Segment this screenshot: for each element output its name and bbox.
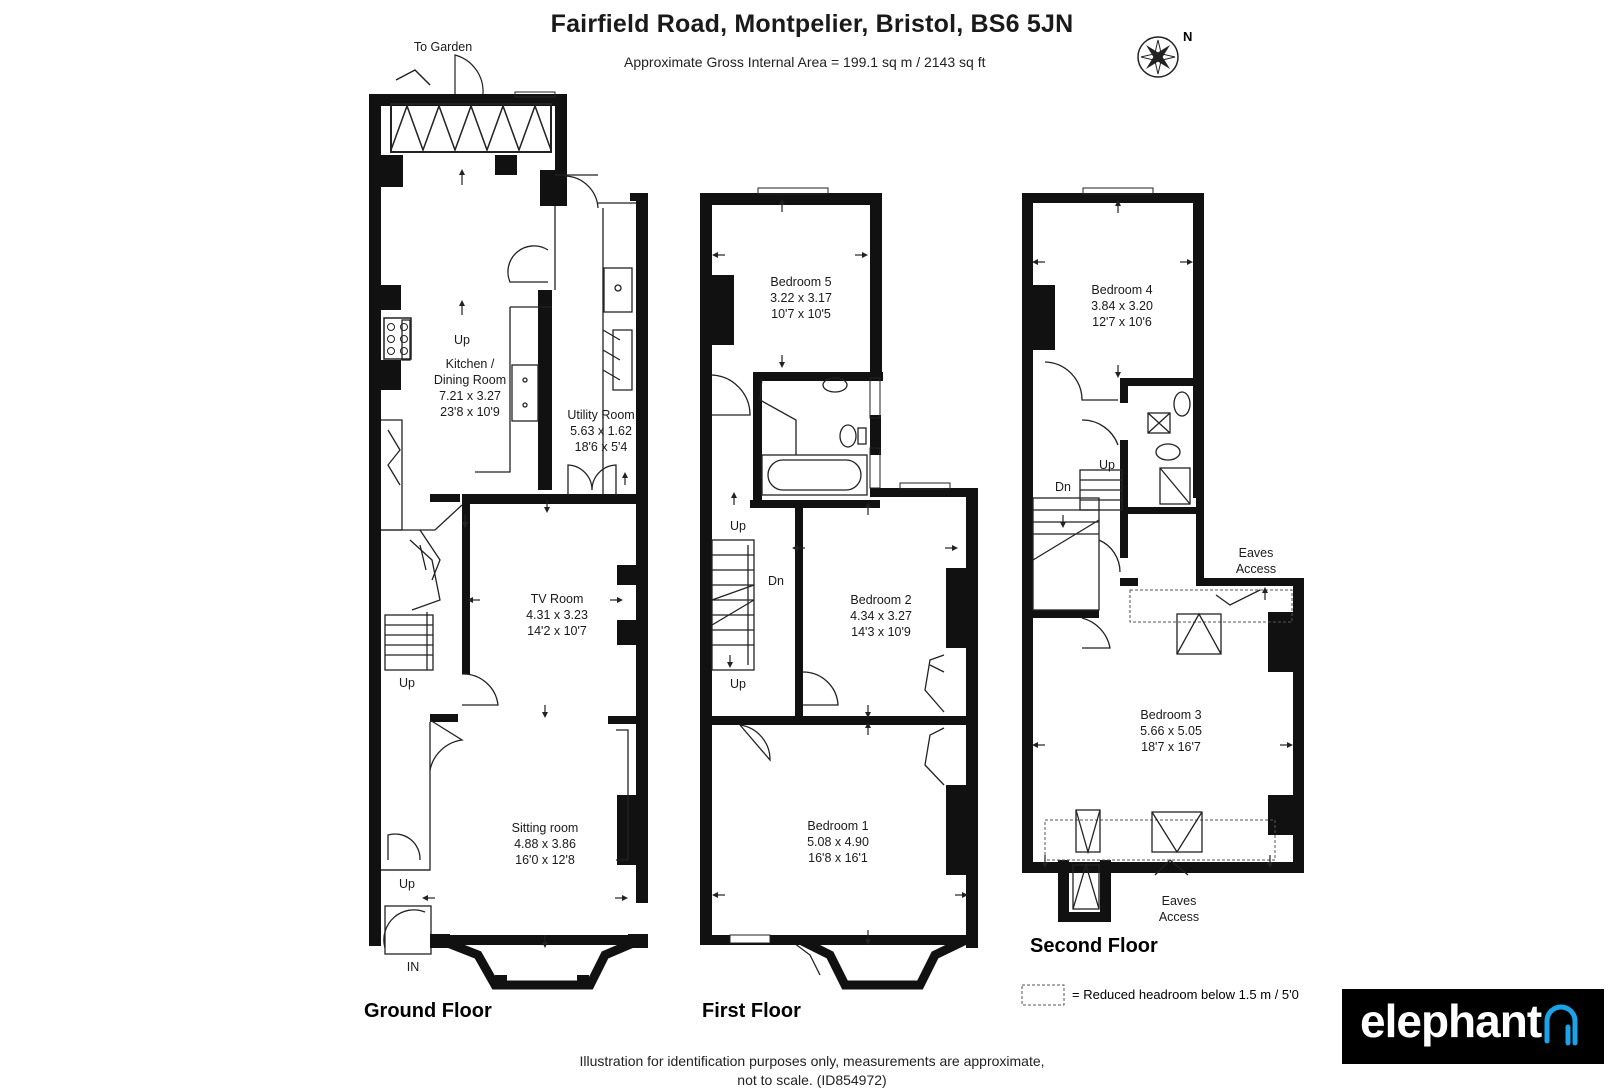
in-label: IN bbox=[407, 960, 420, 974]
ground-floor-plan bbox=[369, 54, 648, 990]
svg-text:Dining Room: Dining Room bbox=[434, 373, 506, 387]
up-label-kitchen: Up bbox=[454, 333, 470, 347]
eaves-access-bottom-line2: Access bbox=[1159, 910, 1199, 924]
first-floor-label: First Floor bbox=[702, 1000, 801, 1022]
svg-text:4.34 x 3.27: 4.34 x 3.27 bbox=[850, 609, 912, 623]
svg-text:18'6 x 5'4: 18'6 x 5'4 bbox=[575, 440, 628, 454]
hob-icon bbox=[383, 317, 412, 360]
svg-text:Bedroom 2: Bedroom 2 bbox=[850, 593, 911, 607]
svg-text:5.08 x 4.90: 5.08 x 4.90 bbox=[807, 835, 869, 849]
room-kitchen-dining: Kitchen / Dining Room 7.21 x 3.27 23'8 x… bbox=[434, 357, 506, 419]
svg-text:4.88 x 3.86: 4.88 x 3.86 bbox=[514, 837, 576, 851]
up-label-first-bottom: Up bbox=[730, 677, 746, 691]
logo-wordmark: elephant bbox=[1360, 995, 1542, 1047]
svg-text:TV Room: TV Room bbox=[531, 592, 584, 606]
up-label-second: Up bbox=[1099, 458, 1115, 472]
page-title: Fairfield Road, Montpelier, Bristol, BS6… bbox=[550, 10, 1074, 38]
second-floor-label: Second Floor bbox=[1030, 935, 1158, 957]
up-label-entrance: Up bbox=[399, 877, 415, 891]
room-bedroom-3: Bedroom 3 5.66 x 5.05 18'7 x 16'7 bbox=[1140, 708, 1202, 754]
svg-text:Bedroom 5: Bedroom 5 bbox=[770, 275, 831, 289]
up-label-ground-stairs: Up bbox=[399, 676, 415, 690]
compass-icon bbox=[1137, 36, 1179, 78]
disclaimer-line-1: Illustration for identification purposes… bbox=[579, 1053, 1045, 1069]
second-floor-plan bbox=[1022, 187, 1304, 922]
eaves-access-top-line1: Eaves bbox=[1239, 546, 1274, 560]
to-garden-label: To Garden bbox=[414, 40, 472, 54]
ground-floor-label: Ground Floor bbox=[364, 1000, 492, 1022]
svg-text:5.63 x 1.62: 5.63 x 1.62 bbox=[570, 424, 632, 438]
svg-text:Bedroom 3: Bedroom 3 bbox=[1140, 708, 1201, 722]
room-utility: Utility Room 5.63 x 1.62 18'6 x 5'4 bbox=[567, 408, 634, 454]
svg-text:Sitting room: Sitting room bbox=[512, 821, 579, 835]
up-label-first-top: Up bbox=[730, 519, 746, 533]
svg-text:5.66 x 5.05: 5.66 x 5.05 bbox=[1140, 724, 1202, 738]
disclaimer-line-2: not to scale. (ID854972) bbox=[737, 1072, 887, 1088]
svg-text:14'2 x 10'7: 14'2 x 10'7 bbox=[527, 624, 587, 638]
first-floor-plan bbox=[700, 187, 978, 990]
svg-text:7.21 x 3.27: 7.21 x 3.27 bbox=[439, 389, 501, 403]
gross-internal-area: Approximate Gross Internal Area = 199.1 … bbox=[624, 54, 986, 70]
room-bedroom-1: Bedroom 1 5.08 x 4.90 16'8 x 16'1 bbox=[807, 819, 869, 865]
svg-text:14'3 x 10'9: 14'3 x 10'9 bbox=[851, 625, 911, 639]
svg-text:4.31 x 3.23: 4.31 x 3.23 bbox=[526, 608, 588, 622]
dn-label-first: Dn bbox=[768, 574, 784, 588]
svg-text:Utility Room: Utility Room bbox=[567, 408, 634, 422]
elephant-trunk-icon bbox=[1544, 1004, 1578, 1046]
elephant-logo: elephant bbox=[1342, 989, 1604, 1064]
svg-text:23'8 x 10'9: 23'8 x 10'9 bbox=[440, 405, 500, 419]
svg-text:18'7 x 16'7: 18'7 x 16'7 bbox=[1141, 740, 1201, 754]
svg-text:Bedroom 1: Bedroom 1 bbox=[807, 819, 868, 833]
svg-text:Bedroom 4: Bedroom 4 bbox=[1091, 283, 1152, 297]
svg-text:16'0 x 12'8: 16'0 x 12'8 bbox=[515, 853, 575, 867]
svg-text:Kitchen /: Kitchen / bbox=[446, 357, 495, 371]
room-bedroom-2: Bedroom 2 4.34 x 3.27 14'3 x 10'9 bbox=[850, 593, 912, 639]
room-bedroom-4: Bedroom 4 3.84 x 3.20 12'7 x 10'6 bbox=[1091, 283, 1153, 329]
svg-text:16'8 x 16'1: 16'8 x 16'1 bbox=[808, 851, 868, 865]
legend-swatch bbox=[1021, 984, 1065, 1006]
compass-north-label: N bbox=[1183, 29, 1192, 44]
svg-text:3.84 x 3.20: 3.84 x 3.20 bbox=[1091, 299, 1153, 313]
svg-text:10'7 x 10'5: 10'7 x 10'5 bbox=[771, 307, 831, 321]
svg-text:12'7 x 10'6: 12'7 x 10'6 bbox=[1092, 315, 1152, 329]
room-tv: TV Room 4.31 x 3.23 14'2 x 10'7 bbox=[526, 592, 588, 638]
eaves-access-top-line2: Access bbox=[1236, 562, 1276, 576]
svg-text:3.22 x 3.17: 3.22 x 3.17 bbox=[770, 291, 832, 305]
room-sitting: Sitting room 4.88 x 3.86 16'0 x 12'8 bbox=[512, 821, 579, 867]
legend-text: = Reduced headroom below 1.5 m / 5'0 bbox=[1072, 987, 1299, 1002]
room-bedroom-5: Bedroom 5 3.22 x 3.17 10'7 x 10'5 bbox=[770, 275, 832, 321]
eaves-access-bottom-line1: Eaves bbox=[1162, 894, 1197, 908]
dn-label-second: Dn bbox=[1055, 480, 1071, 494]
